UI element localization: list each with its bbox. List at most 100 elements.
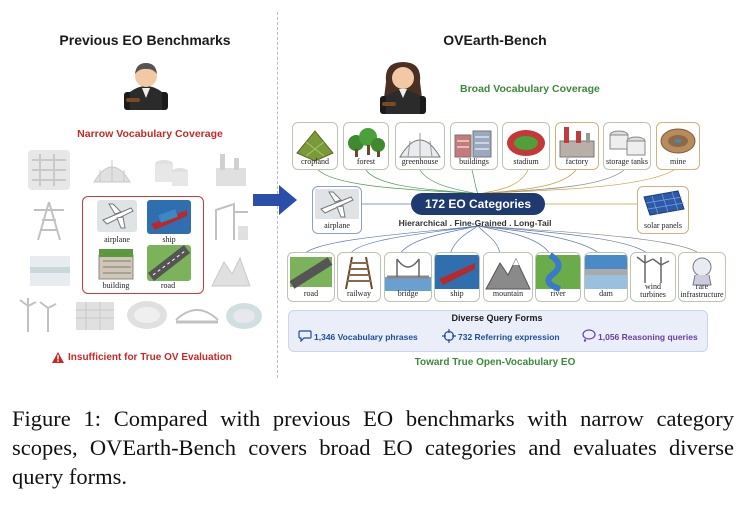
- mine-icon: [660, 128, 696, 154]
- judge-avatar-icon: [124, 63, 168, 110]
- category-airplane: airplane: [312, 186, 362, 234]
- faded-tile-12: [175, 309, 219, 324]
- speech-bubble-icon: [298, 330, 312, 342]
- category-river: river: [535, 252, 581, 302]
- faded-tile-4: [216, 154, 246, 186]
- faded-tile-11: [127, 301, 167, 329]
- faded-tile-1: [28, 150, 70, 190]
- category-road: road: [287, 252, 335, 302]
- forest-icon: [348, 128, 385, 157]
- greenhouse-icon: [399, 133, 441, 158]
- category-label: rare infrastructure: [680, 282, 724, 299]
- warning-icon: [52, 352, 64, 363]
- river-icon: [536, 253, 580, 292]
- category-label: bridge: [397, 289, 419, 298]
- category-label: greenhouse: [401, 157, 439, 166]
- faded-tile-9: [19, 298, 57, 332]
- query-forms-box: [288, 310, 708, 352]
- query-reasoning: 1,056 Reasoning queries: [598, 332, 698, 342]
- target-icon: [442, 329, 456, 343]
- left-title: Previous EO Benchmarks: [59, 32, 231, 48]
- category-storage-tanks: storage tanks: [603, 122, 651, 170]
- rare-infrastructure-icon: [692, 257, 712, 286]
- category-label: railway: [347, 289, 371, 298]
- highlight-label-ship: ship: [162, 235, 176, 244]
- airplane-icon: [97, 200, 137, 232]
- highlight-label-building: building: [102, 281, 130, 290]
- category-wind-turbines: wind turbines: [630, 252, 676, 302]
- category-stadium: stadium: [502, 122, 550, 170]
- category-rare-infrastructure: rare infrastructure: [678, 252, 726, 302]
- category-label: forest: [356, 157, 376, 166]
- category-label: solar panels: [644, 221, 682, 230]
- airplane-side-icon: [315, 189, 359, 219]
- category-mountain: mountain: [483, 252, 533, 302]
- faded-tile-6: [215, 202, 248, 240]
- query-referring: 732 Referring expression: [458, 332, 560, 342]
- figure-caption: Figure 1: Compared with previous EO benc…: [12, 406, 734, 489]
- category-label: road: [303, 289, 319, 298]
- faded-tile-13: [226, 303, 262, 329]
- query-vocabulary: 1,346 Vocabulary phrases: [314, 332, 418, 342]
- category-forest: forest: [343, 122, 389, 170]
- factory-icon: [559, 127, 595, 158]
- arrow-right-icon: [253, 185, 297, 215]
- category-count-pill: 172 EO Categories: [411, 193, 545, 215]
- faded-tile-7: [30, 256, 70, 286]
- left-subtitle: Narrow Vocabulary Coverage: [77, 128, 223, 140]
- category-greenhouse: greenhouse: [395, 122, 445, 170]
- cropland-icon: [296, 130, 334, 162]
- category-label: mine: [670, 157, 686, 166]
- mountain-icon: [485, 257, 531, 290]
- road-icon: [147, 245, 191, 281]
- category-subtitle: Hierarchical . Fine-Grained . Long-Tail: [398, 218, 552, 228]
- category-label: cropland: [301, 157, 329, 166]
- storage-tanks-icon: [609, 130, 646, 156]
- right-title: OVEarth-Bench: [443, 32, 547, 48]
- category-railway: railway: [337, 252, 381, 302]
- category-label: dam: [599, 289, 613, 298]
- road-category-icon: [289, 257, 333, 289]
- category-factory: factory: [555, 122, 599, 170]
- category-solar-panels: solar panels: [637, 186, 689, 234]
- dam-icon: [585, 255, 627, 289]
- warning-text: Insufficient for True OV Evaluation: [68, 352, 232, 363]
- faded-tile-10: [76, 302, 114, 330]
- stadium-icon: [507, 130, 545, 156]
- faded-tile-3: [155, 160, 188, 186]
- category-dam: dam: [584, 252, 628, 302]
- category-label: wind turbines: [640, 282, 666, 299]
- buildings-icon: [454, 130, 492, 158]
- category-label: ship: [450, 289, 464, 298]
- category-label: airplane: [324, 221, 350, 230]
- highlight-label-airplane: airplane: [104, 235, 130, 244]
- bridge-icon: [385, 258, 431, 291]
- building-icon: [98, 249, 134, 280]
- faded-tile-5: [34, 201, 64, 241]
- thought-bubble-icon: [582, 329, 596, 342]
- category-ship: ship: [434, 252, 480, 302]
- category-cropland: cropland: [292, 122, 338, 170]
- category-mine: mine: [656, 122, 700, 170]
- category-label: buildings: [459, 157, 489, 166]
- judge-female-avatar-icon: [380, 62, 426, 114]
- railway-icon: [345, 256, 373, 290]
- solar-panels-icon: [643, 190, 685, 216]
- highlight-label-road: road: [160, 281, 176, 290]
- category-label: storage tanks: [606, 157, 648, 166]
- query-forms-title: Diverse Query Forms: [451, 313, 543, 323]
- right-subtitle: Broad Vocabulary Coverage: [460, 83, 600, 95]
- footer-text: Toward True Open-Vocabulary EO: [414, 357, 576, 368]
- ship-category-icon: [435, 255, 479, 289]
- faded-tile-8: [211, 256, 251, 287]
- category-buildings: buildings: [450, 122, 498, 170]
- faded-tile-2: [93, 160, 131, 183]
- wind-turbines-icon: [636, 255, 670, 283]
- ship-icon: [147, 200, 191, 234]
- category-label: river: [550, 289, 566, 298]
- category-bridge: bridge: [384, 252, 432, 302]
- category-label: factory: [565, 157, 589, 166]
- category-label: stadium: [513, 157, 539, 166]
- category-label: mountain: [492, 289, 524, 298]
- connector-lines: [303, 169, 701, 255]
